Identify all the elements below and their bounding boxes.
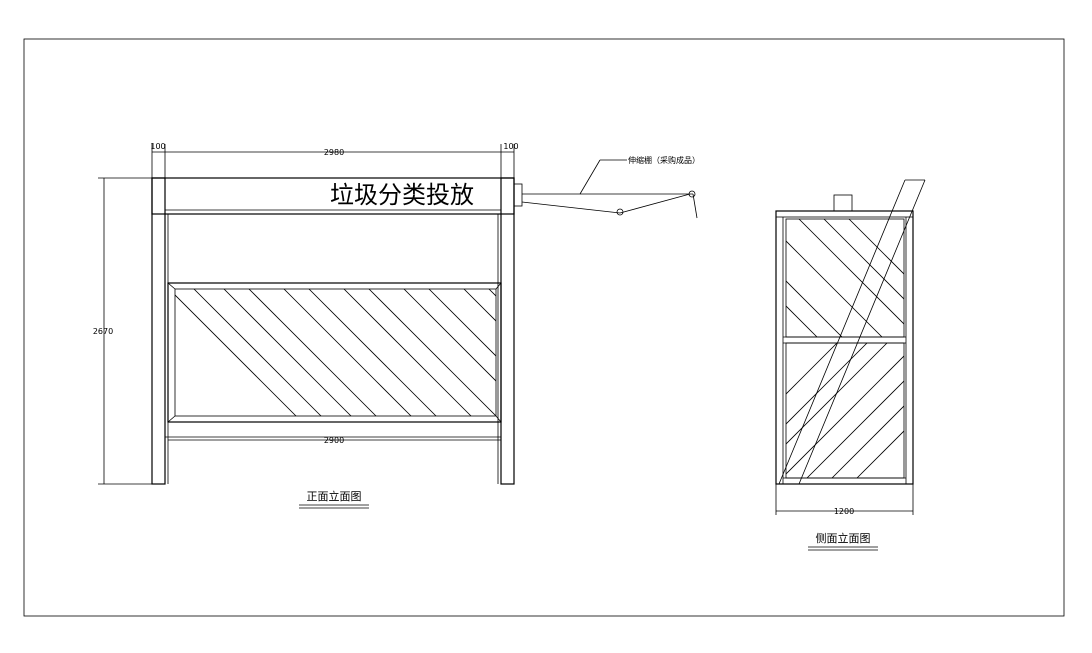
right-post: [500, 177, 515, 485]
glass-panel: [174, 288, 497, 417]
roof-board: [775, 210, 914, 218]
side-lower-glass: [785, 342, 905, 479]
front-caption: 正面立面图: [307, 489, 362, 503]
top-dimension-line: 100 2980 100: [150, 142, 519, 178]
telescopic-awning: 伸缩棚（采购成品）: [513, 155, 700, 219]
roof-cap: [833, 194, 853, 212]
dim-right-post: 100: [503, 142, 518, 151]
sign-text: 垃圾分类投放: [330, 181, 474, 209]
side-frame: [775, 210, 914, 485]
left-post: [151, 177, 166, 485]
dim-top-span: 2980: [324, 148, 344, 157]
height-dimension-line: 2670: [93, 177, 152, 485]
dim-inner-width: 2900: [324, 436, 344, 445]
dim-side-width: 1200: [834, 507, 854, 516]
inner-width-dimension-line: 2900: [168, 436, 501, 445]
dim-height: 2670: [93, 327, 113, 336]
side-upper-glass: [785, 218, 905, 338]
side-elevation: 1200 侧面立面图: [775, 179, 926, 551]
front-elevation: 垃圾分类投放: [93, 142, 700, 509]
sheet-border: [23, 38, 1065, 617]
glass-hatching: [175, 289, 496, 416]
glass-panel-frame: [167, 282, 502, 423]
awning-note: 伸缩棚（采购成品）: [628, 155, 700, 165]
dim-left-post: 100: [150, 142, 165, 151]
side-caption: 侧面立面图: [816, 531, 871, 545]
side-lower-hatching: [786, 343, 904, 478]
side-awning: [778, 179, 926, 485]
side-width-dimension-line: 1200: [775, 484, 914, 516]
side-upper-hatching: [786, 219, 904, 337]
